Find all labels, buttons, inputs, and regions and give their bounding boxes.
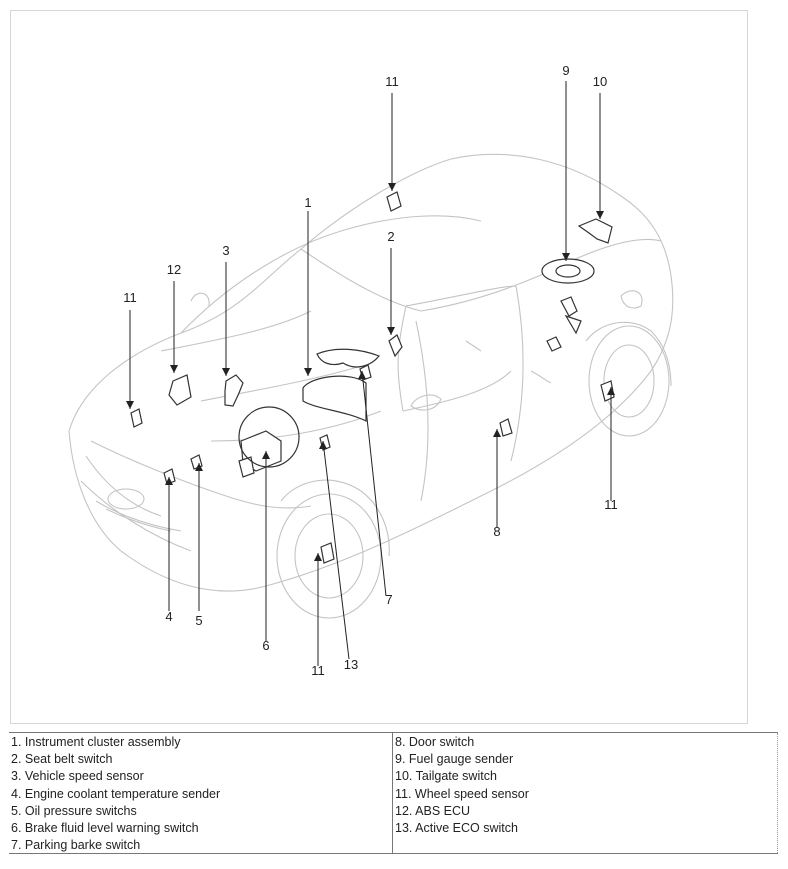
callout-3: 3 [222, 243, 229, 258]
callout-11-right: 11 [604, 497, 618, 512]
callout-8: 8 [493, 524, 500, 539]
callout-12: 12 [167, 262, 181, 277]
callout-10: 10 [593, 74, 607, 89]
legend-item: 13. Active ECO switch [395, 821, 518, 836]
callout-7: 7 [385, 592, 392, 607]
callout-5: 5 [195, 613, 202, 628]
legend-item: 1. Instrument cluster assembly [11, 735, 181, 749]
legend-item: 10. Tailgate switch [395, 769, 497, 784]
legend-item: 5. Oil pressure switchs [11, 803, 137, 818]
callout-9: 9 [562, 63, 569, 78]
legend-item: 2. Seat belt switch [11, 752, 113, 767]
legend-column-left: 1. Instrument cluster assembly 2. Seat b… [9, 733, 393, 853]
legend-item: 9. Fuel gauge sender [395, 752, 514, 767]
leader-lines [129, 81, 612, 666]
callout-labels: 11 9 10 1 2 3 12 11 11 8 4 5 6 7 11 13 [123, 63, 618, 678]
callout-6: 6 [262, 638, 269, 653]
vehicle-outline [68, 153, 674, 619]
legend-item: 7. Parking barke switch [11, 838, 141, 853]
legend-item: 12. ABS ECU [395, 803, 471, 818]
leader-arrowheads [126, 183, 615, 561]
legend-item: 6. Brake fluid level warning switch [11, 821, 199, 836]
callout-13: 13 [344, 657, 358, 672]
legend-item: 8. Door switch [395, 735, 475, 749]
legend-item: 3. Vehicle speed sensor [11, 769, 144, 784]
callout-2: 2 [387, 229, 394, 244]
callout-1: 1 [304, 195, 311, 210]
callout-11-top: 11 [385, 74, 399, 89]
legend-column-right: 8. Door switch 9. Fuel gauge sender 10. … [393, 733, 778, 853]
callout-11-bottom: 11 [311, 663, 325, 678]
legend-item: 11. Wheel speed sensor [395, 786, 529, 801]
legend-item: 4. Engine coolant temperature sender [11, 786, 221, 801]
component-location-diagram: 11 9 10 1 2 3 12 11 11 8 4 5 6 7 11 13 [10, 10, 748, 724]
callout-4: 4 [165, 609, 172, 624]
component-legend-table: 1. Instrument cluster assembly 2. Seat b… [9, 732, 778, 854]
callout-11-left: 11 [123, 290, 137, 305]
